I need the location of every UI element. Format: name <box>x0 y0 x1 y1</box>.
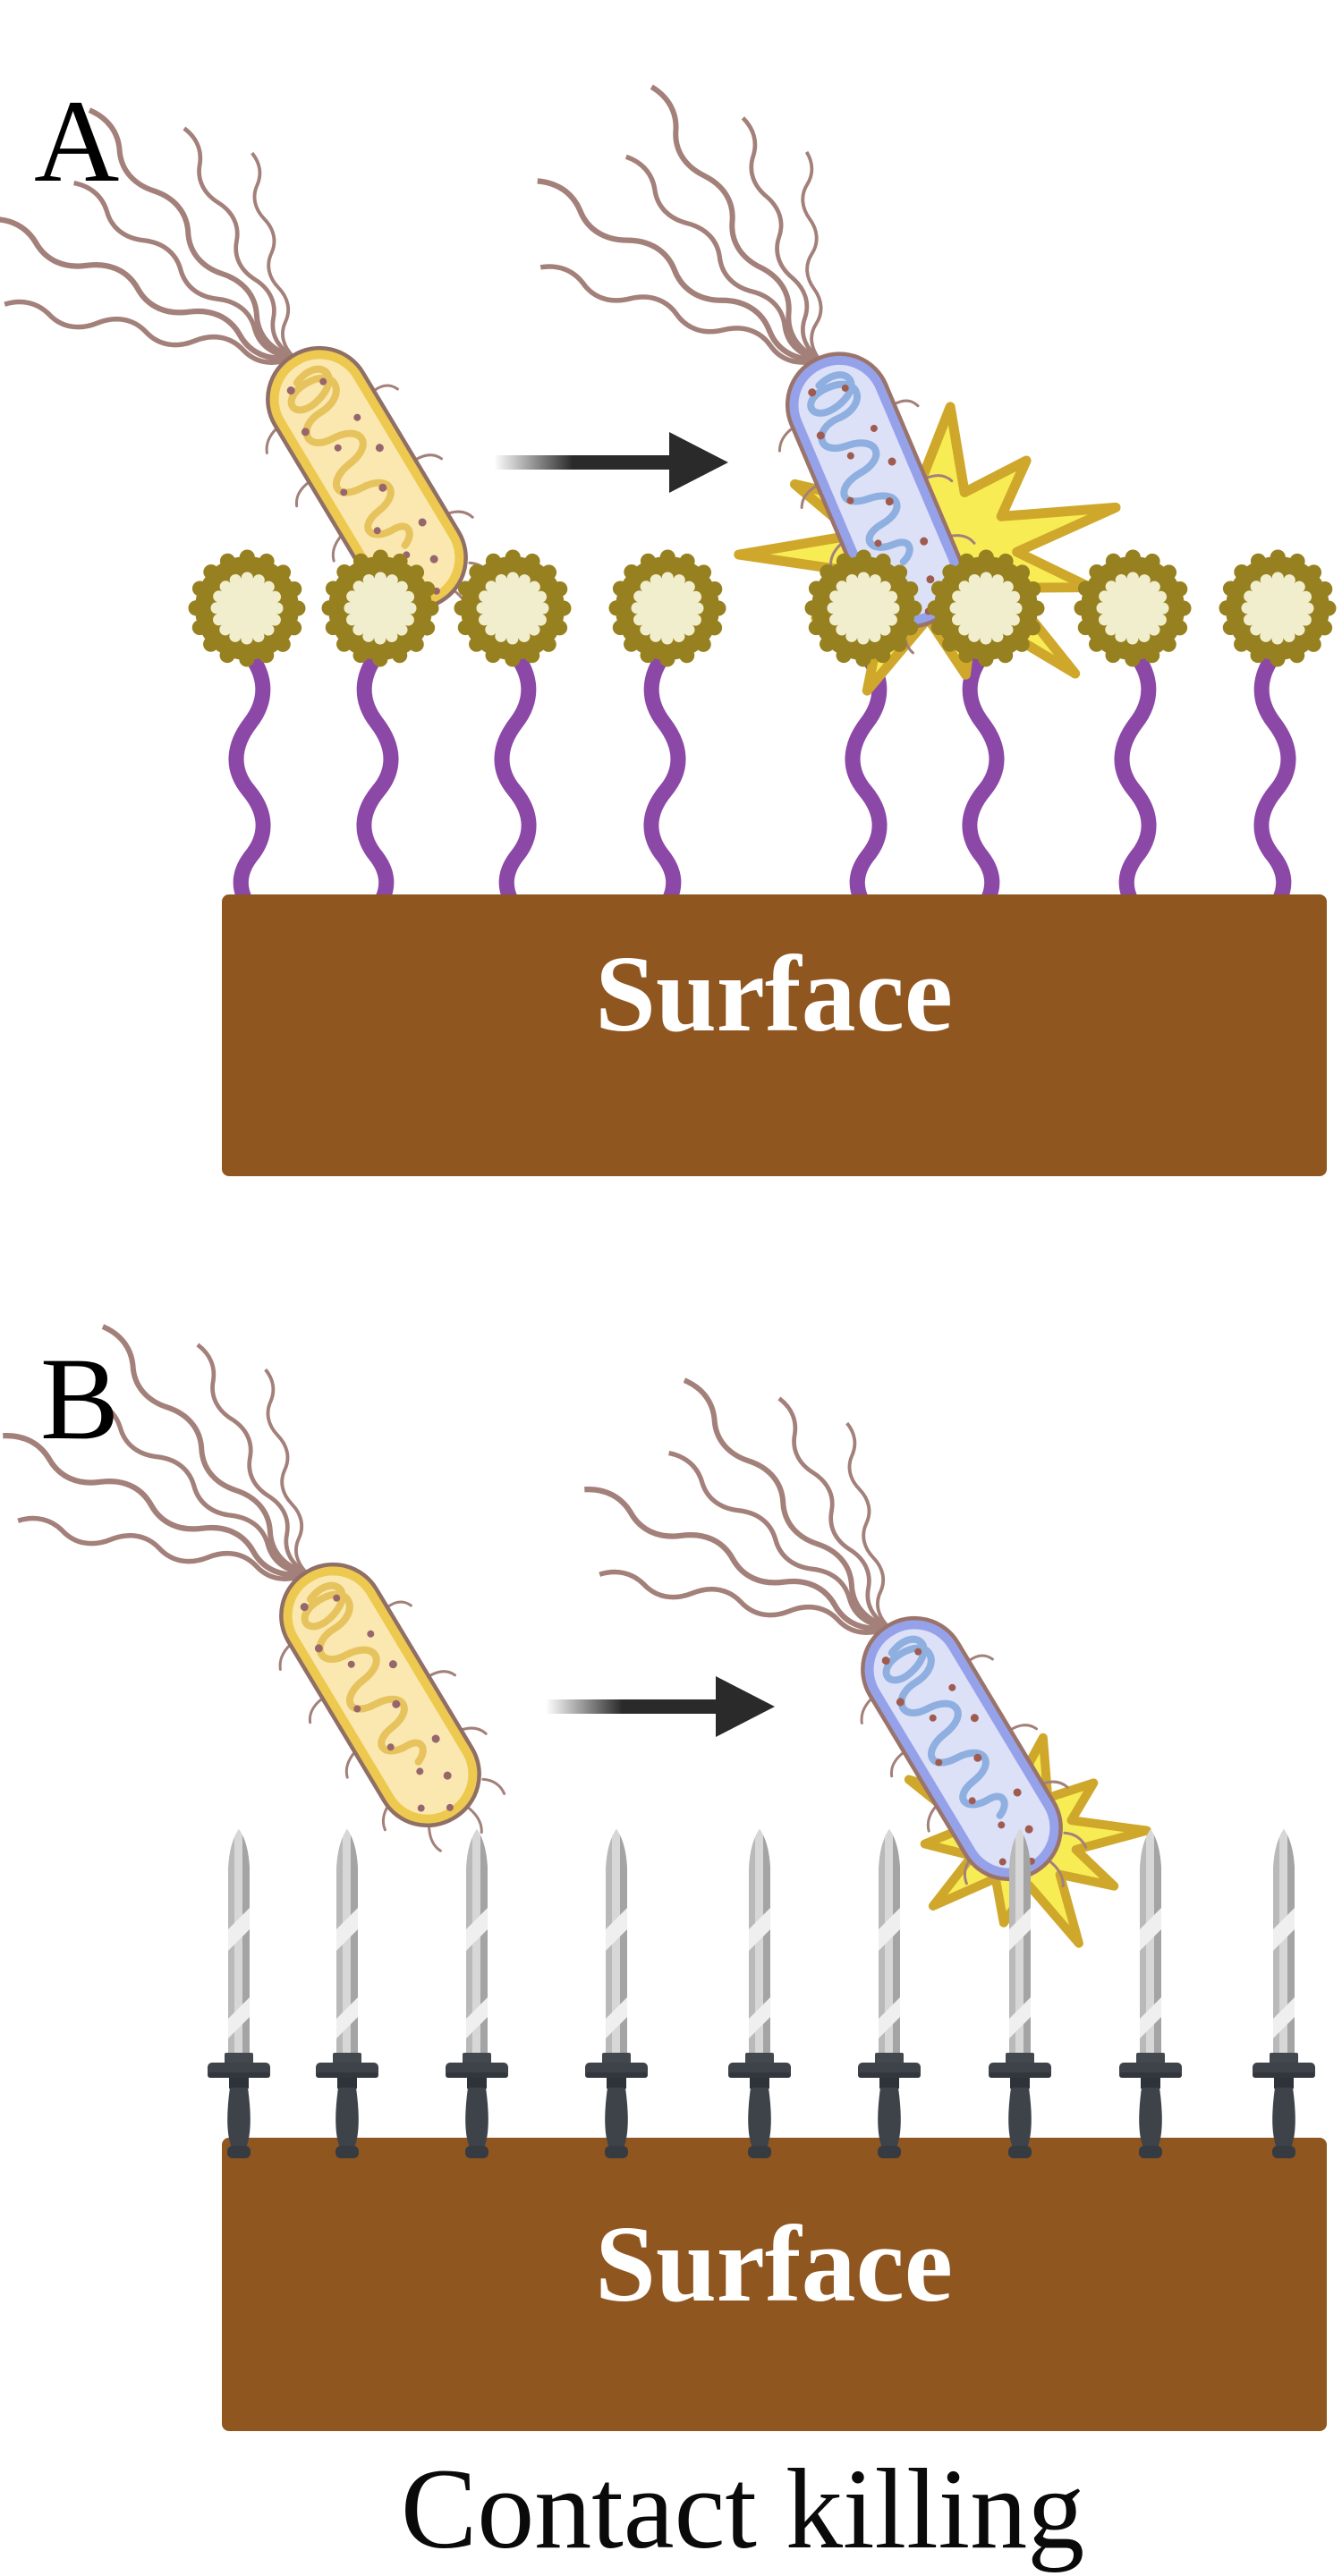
biocide-gear-icon <box>1082 557 1184 659</box>
biocide-gear-icon <box>935 557 1037 659</box>
biocide-gear-icon <box>812 557 914 659</box>
arrow-icon <box>546 1676 775 1737</box>
panel-b-label: B <box>40 1333 119 1464</box>
biocide-gear-icon <box>1227 557 1329 659</box>
biocide-gear-icon <box>196 557 298 659</box>
surface-block <box>222 2138 1327 2431</box>
biocide-gear-icon <box>329 557 431 659</box>
surface-label: Surface <box>595 934 953 1055</box>
biocide-gear-icon <box>462 557 564 659</box>
arrow-icon <box>494 432 728 493</box>
surface-block <box>222 894 1327 1176</box>
surface-label: Surface <box>595 2204 953 2325</box>
panel-a: Surface A <box>0 33 1329 1176</box>
biocide-gear-icon <box>616 557 718 659</box>
panel-a-label: A <box>34 75 119 207</box>
figure-caption: Contact killing <box>401 2445 1084 2572</box>
panel-b: Surface B Contact killing <box>0 1257 1327 2572</box>
